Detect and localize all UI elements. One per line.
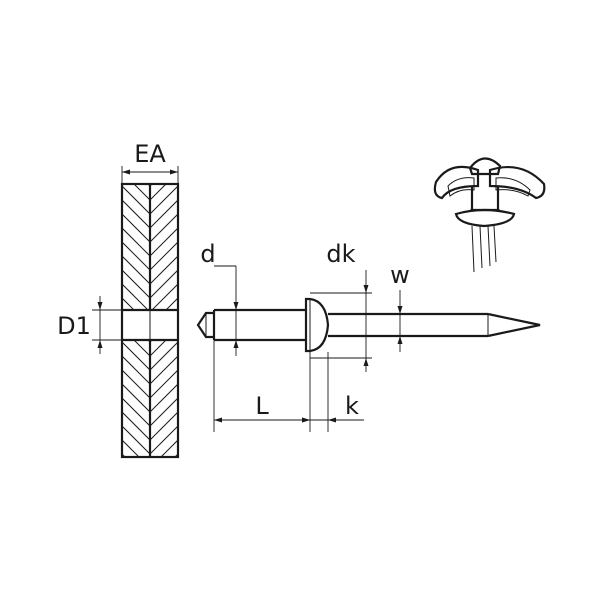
hatch-line: [122, 185, 151, 215]
hatch-line: [149, 340, 153, 343]
hatch-line: [149, 397, 178, 427]
hatch-line: [150, 496, 178, 524]
dimension-l: L: [213, 340, 311, 432]
hatch-line: [151, 283, 178, 310]
hatch-line: [122, 411, 151, 441]
hatch-line: [122, 213, 151, 243]
hatch-line: [149, 255, 178, 285]
label-l: L: [255, 392, 269, 420]
hatch-line: [122, 482, 150, 510]
hatch-line: [149, 227, 178, 257]
hatch-line: [122, 312, 150, 340]
hatch-line: [122, 199, 151, 229]
hatch-line: [122, 468, 150, 496]
hatch-line: [122, 300, 150, 328]
label-ea: EA: [134, 140, 166, 168]
hatch-line: [149, 369, 178, 399]
dimension-dk: dk: [310, 240, 372, 372]
hatch-line: [122, 269, 151, 299]
hatch-line: [149, 340, 167, 357]
hatch-line: [133, 184, 151, 201]
hatch-line: [149, 411, 178, 441]
hatch-line: [133, 340, 151, 357]
hatch-line: [122, 297, 135, 310]
label-d1: D1: [57, 312, 91, 340]
hatch-line: [149, 185, 178, 215]
hatch-line: [122, 369, 151, 399]
label-d: d: [200, 240, 215, 268]
installed-rivet-illustration: [433, 157, 546, 273]
plate-hatching-bottom: [122, 300, 178, 524]
hatch-line: [149, 269, 178, 299]
hatch-line: [122, 241, 151, 271]
hatch-line: [122, 496, 150, 524]
hatch-line: [160, 439, 178, 457]
hatch-line: [149, 355, 178, 385]
hatch-line: [122, 283, 149, 310]
dimension-d: d: [200, 240, 239, 356]
hatch-line: [122, 425, 151, 455]
hatch-line: [122, 341, 151, 371]
material-plates: [120, 182, 180, 524]
hatch-line: [150, 482, 178, 510]
hatch-line: [149, 383, 178, 413]
hatch-line: [150, 340, 178, 368]
hatch-line: [122, 397, 151, 427]
dimension-k: k: [302, 352, 364, 432]
hatch-line: [149, 184, 167, 201]
hatch-line: [122, 383, 151, 413]
rivet-side-view: [196, 297, 541, 353]
hatch-line: [149, 341, 178, 371]
hatch-line: [122, 355, 151, 385]
dimension-w: w: [390, 261, 410, 352]
hatch-line: [174, 453, 178, 457]
hatch-line: [149, 213, 178, 243]
plate-hatching-top: [122, 184, 178, 368]
hatch-line: [149, 199, 178, 229]
hatch-line: [122, 453, 126, 457]
hatch-line: [150, 468, 178, 496]
label-k: k: [345, 392, 359, 420]
hatch-line: [122, 255, 151, 285]
hatch-line: [150, 300, 178, 328]
hatch-line: [122, 227, 151, 257]
hatch-line: [122, 340, 150, 368]
hatch-line: [149, 425, 178, 455]
hatch-line: [149, 241, 178, 271]
label-dk: dk: [326, 240, 355, 268]
hatch-line: [147, 340, 151, 343]
hatch-line: [150, 312, 178, 340]
hatch-line: [165, 297, 178, 310]
dimension-d1: D1: [57, 296, 122, 354]
dimension-ea: EA: [121, 140, 179, 184]
hatch-line: [122, 439, 140, 457]
label-w: w: [390, 261, 410, 289]
